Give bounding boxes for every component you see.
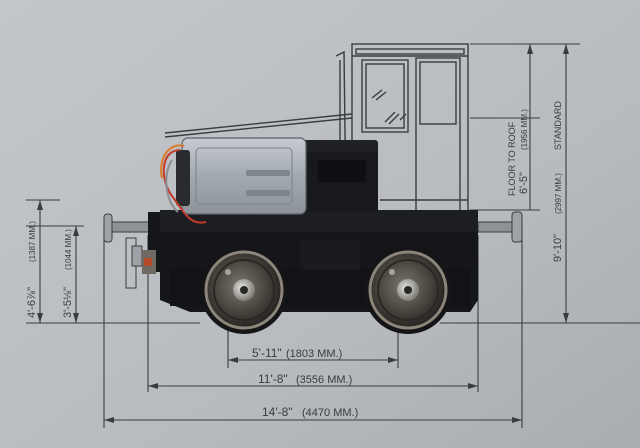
floor-to-roof-metric: (1956 MM.) [520, 109, 529, 150]
buffer-length-metric: (3556 MM.) [296, 374, 352, 386]
floor-to-roof-label: FLOOR TO ROOF [507, 121, 517, 196]
height-body-metric: (1387 MM.) [28, 221, 37, 262]
standard-label: STANDARD [553, 101, 563, 150]
orange-wire [160, 144, 185, 179]
wheelbase-imperial: 5'-11" [252, 346, 282, 360]
overall-length-imperial: 14'-8" [262, 405, 293, 419]
height-body-imperial: 4'-6⅞" [26, 287, 38, 318]
left-wheel [200, 246, 288, 334]
dimension-arrowheads [37, 44, 569, 423]
standard-height-imperial: 9'-10" [552, 234, 564, 262]
buffer-length-imperial: 11'-8" [258, 372, 288, 386]
wheelbase-metric: (1803 MM.) [286, 348, 342, 360]
right-wheel [364, 246, 452, 334]
dimension-lines [26, 43, 640, 428]
overall-length-metric: (4470 MM.) [302, 407, 358, 419]
height-low-metric: (1044 MM.) [64, 229, 73, 270]
height-low-imperial: 3'-5⅛" [62, 287, 74, 318]
floor-to-roof-imperial: 6'-5" [518, 172, 530, 194]
red-wire [162, 149, 207, 224]
left-buffer [103, 213, 153, 289]
standard-height-metric: (2997 MM.) [554, 173, 563, 214]
